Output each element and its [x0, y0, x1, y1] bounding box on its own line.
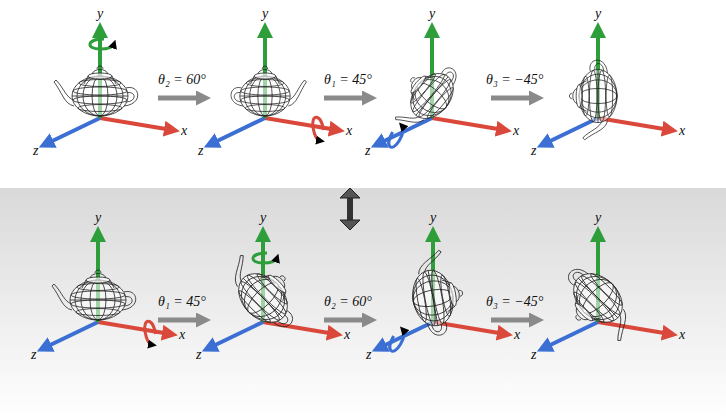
axis-label: x [679, 123, 685, 139]
axis-label: z [365, 143, 370, 159]
axis-label: x [344, 327, 350, 343]
angle-label: θ₁ = 45° [158, 294, 206, 310]
axis-label: z [196, 347, 201, 363]
axis-label: z [366, 347, 371, 363]
axis-label: y [430, 210, 436, 226]
axis-label: y [97, 6, 103, 22]
angle-label: θ₃ = −45° [486, 294, 543, 310]
angle-label: θ₂ = 60° [158, 72, 206, 88]
axis-label: y [260, 210, 266, 226]
axis-label: y [595, 6, 601, 22]
axis-label: z [31, 347, 36, 363]
axis-label: z [531, 143, 536, 159]
axis-label: x [514, 327, 520, 343]
axis-label: x [346, 123, 352, 139]
axis-label: y [595, 210, 601, 226]
axis-label: z [531, 347, 536, 363]
axis-label: y [429, 6, 435, 22]
axis-label: x [179, 327, 185, 343]
angle-label: θ₃ = −45° [486, 72, 543, 88]
axis-label: x [679, 327, 685, 343]
axis-label: z [33, 143, 38, 159]
axis-label: x [181, 123, 187, 139]
angle-label: θ₁ = 45° [324, 72, 372, 88]
axis-label: y [262, 6, 268, 22]
axis-label: y [95, 210, 101, 226]
axis-label: x [513, 123, 519, 139]
angle-label: θ₂ = 60° [324, 294, 372, 310]
axis-label: z [198, 143, 203, 159]
